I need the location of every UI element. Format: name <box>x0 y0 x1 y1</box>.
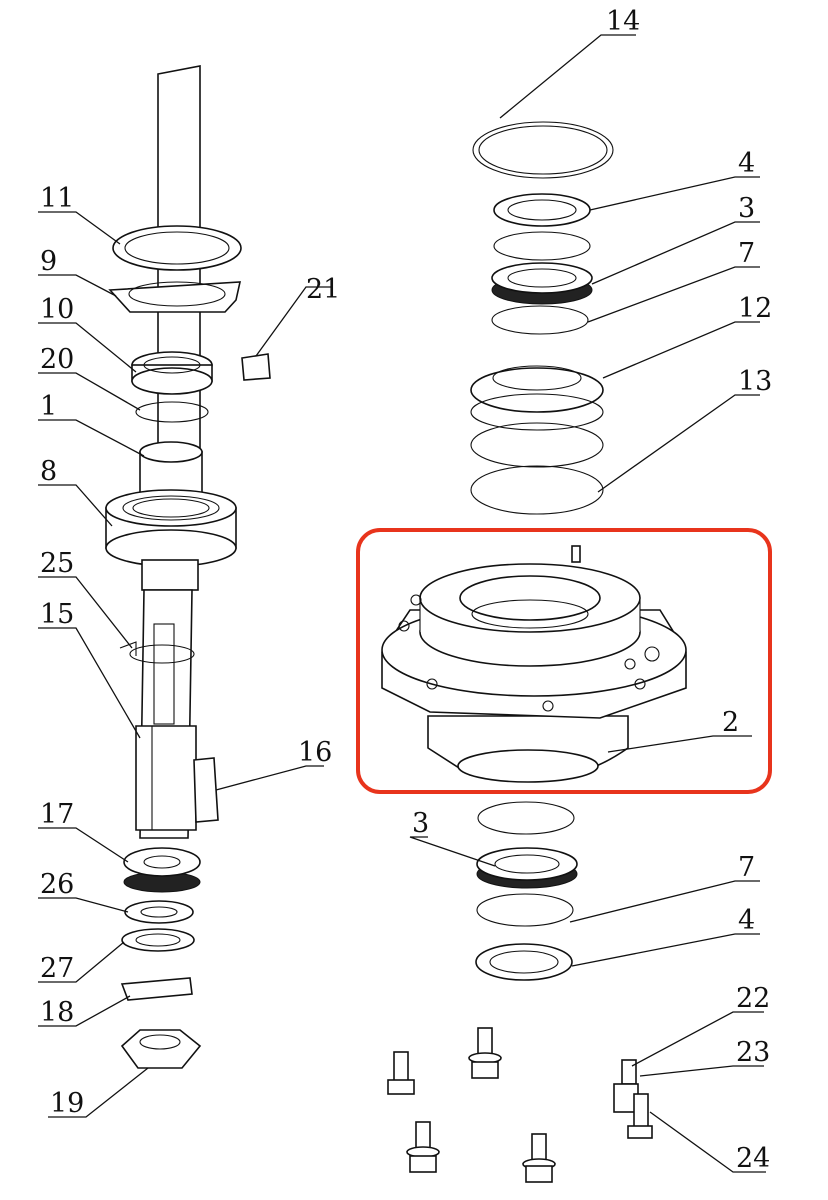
callout-25: 25 <box>40 548 74 579</box>
seal-housing-part-2 <box>381 545 687 783</box>
callout-10: 10 <box>40 294 74 325</box>
callout-14: 14 <box>606 6 640 37</box>
callout-21: 21 <box>306 274 340 305</box>
highlight-box <box>356 528 772 794</box>
leader-lines <box>38 34 766 1173</box>
callout-17: 17 <box>40 799 74 830</box>
callout-27: 27 <box>40 953 74 984</box>
lower-ring-stack <box>475 801 578 981</box>
callout-7-bottom: 7 <box>738 852 755 883</box>
callout-12: 12 <box>738 293 772 324</box>
upper-ring-stack <box>470 121 614 515</box>
callout-4-top: 4 <box>738 148 755 179</box>
callout-11: 11 <box>40 183 74 214</box>
callout-3-bottom: 3 <box>412 808 429 839</box>
callout-26: 26 <box>40 869 74 900</box>
callout-19: 19 <box>50 1088 84 1119</box>
callout-8: 8 <box>40 456 57 487</box>
callout-2: 2 <box>722 707 739 738</box>
callout-13: 13 <box>738 366 772 397</box>
callout-4-bottom: 4 <box>738 905 755 936</box>
bolts <box>387 1027 653 1183</box>
callout-labels: 14 4 3 7 12 13 2 3 7 4 22 23 24 11 9 10 … <box>40 6 772 1174</box>
callout-1: 1 <box>40 391 57 422</box>
callout-7-top: 7 <box>738 238 755 269</box>
callout-15: 15 <box>40 599 74 630</box>
callout-23: 23 <box>736 1037 770 1068</box>
callout-16: 16 <box>298 737 332 768</box>
callout-18: 18 <box>40 997 74 1028</box>
callout-24: 24 <box>736 1143 770 1174</box>
callout-3-top: 3 <box>738 193 755 224</box>
callout-20: 20 <box>40 344 74 375</box>
shaft-assembly <box>105 65 271 1069</box>
callout-9: 9 <box>40 246 57 277</box>
callout-22: 22 <box>736 983 770 1014</box>
